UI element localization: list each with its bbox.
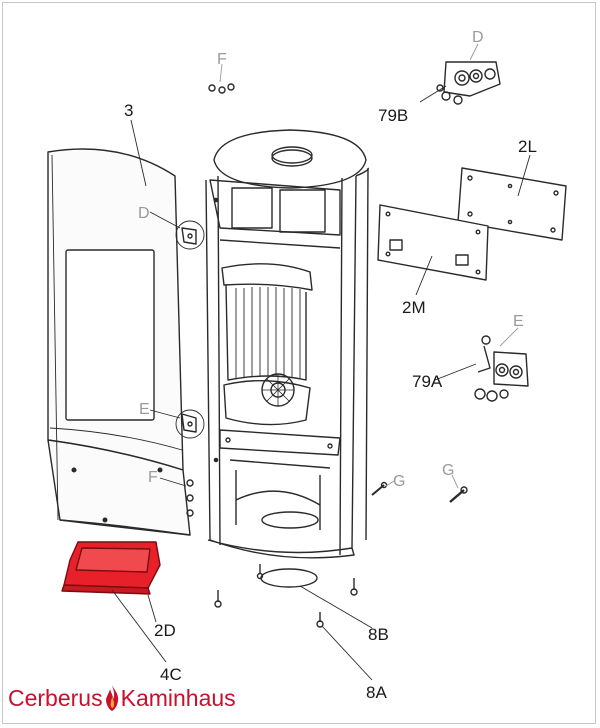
label-detail-G-right: G: [442, 462, 454, 479]
bracket-79A: [474, 335, 529, 402]
stove-body: [205, 129, 369, 559]
brand-name-left: Cerberus: [8, 685, 103, 711]
label-part-79B: 79B: [378, 106, 408, 125]
label-detail-G-left: G: [393, 473, 405, 490]
screws-F-top: [208, 83, 235, 94]
label-detail-D-left: D: [138, 205, 150, 222]
plate-2M: [377, 204, 489, 281]
screws-F-left: [186, 479, 194, 517]
label-detail-E-left: E: [139, 401, 150, 418]
label-part-79A: 79A: [412, 372, 443, 391]
leader-lines: [111, 43, 531, 681]
feet-8A: [214, 564, 358, 628]
hinge-detail-E: [175, 409, 205, 439]
label-part-2L: 2L: [518, 137, 537, 156]
label-part-4C: 4C: [160, 665, 182, 684]
bracket-79B: [436, 61, 501, 105]
screw-G-left: [371, 481, 388, 496]
label-part-8A: 8A: [366, 683, 387, 702]
ash-pan-2D: [61, 541, 161, 595]
side-panel-3: [47, 148, 191, 536]
brand-logo: Cerberus Kaminhaus: [8, 684, 236, 712]
label-detail-D-top: D: [472, 29, 484, 46]
label-detail-F-top: F: [217, 51, 227, 68]
hinge-detail-D: [175, 220, 205, 250]
flame-icon: [105, 685, 118, 711]
screw-G-right: [449, 486, 468, 503]
brand-name-right: Kaminhaus: [120, 685, 236, 711]
label-part-2D: 2D: [154, 621, 176, 640]
label-detail-E-right: E: [513, 313, 524, 330]
label-part-2M: 2M: [402, 298, 426, 317]
label-part-8B: 8B: [368, 625, 389, 644]
label-detail-F-left: F: [148, 469, 158, 486]
label-part-3: 3: [124, 101, 133, 120]
plate-2L: [457, 167, 567, 241]
base-plate-8B: [260, 568, 318, 588]
